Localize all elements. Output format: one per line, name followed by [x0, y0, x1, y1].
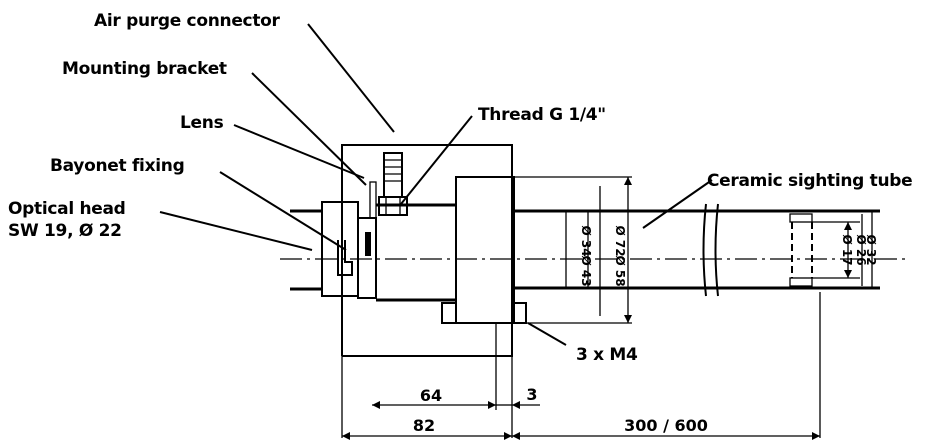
label-optical-head-size: SW 19, Ø 22 [8, 221, 122, 241]
arrow-72-bottom [624, 315, 632, 323]
tube-end-cap-bottom [789, 277, 813, 287]
flange-screw-right [513, 302, 527, 324]
label-bracket: Mounting bracket [62, 59, 227, 79]
dim-dia-72: Ø 72 [613, 225, 627, 256]
flange [455, 176, 515, 324]
dim-dia-43: Ø 43 [579, 255, 593, 286]
dim-dia-58: Ø 58 [613, 255, 627, 286]
arrow-17-top [844, 222, 852, 230]
tube-break-2 [714, 203, 719, 297]
leader-screws [527, 322, 567, 346]
lens-holder [357, 217, 377, 299]
connector-nut [378, 196, 408, 216]
dim-dia-17: Ø 17 [840, 234, 854, 265]
leader-bayonet [219, 171, 347, 251]
leader-ceramic [642, 179, 713, 229]
dim-dia-34: Ø 34 [579, 225, 593, 256]
lens-mount [369, 181, 377, 219]
leader-lens [233, 124, 365, 179]
arrow-64-left [372, 401, 380, 409]
tube-break-1 [702, 203, 707, 297]
label-lens: Lens [180, 113, 224, 133]
arrow-600-right [812, 432, 820, 440]
flange-screw-left [441, 302, 457, 324]
arrow-17-bottom [844, 270, 852, 278]
dim-82: 82 [413, 416, 435, 435]
bayonet-block [321, 201, 359, 297]
arrow-82-left [342, 432, 350, 440]
dim-dia-32: Ø 32 [864, 234, 878, 265]
dim-dia-26: Ø 26 [854, 234, 868, 265]
label-screws: 3 x M4 [576, 345, 638, 365]
label-ceramic-tube: Ceramic sighting tube [707, 171, 912, 191]
bayonet-detail [337, 240, 353, 276]
label-thread: Thread G 1/4" [478, 105, 606, 125]
arrow-3-right [512, 401, 520, 409]
arrow-72-top [624, 177, 632, 185]
label-optical-head: Optical head [8, 199, 126, 219]
tube-end-cap-top [789, 213, 813, 223]
lens [365, 232, 371, 256]
leader-thread [400, 115, 473, 205]
leader-bracket [251, 72, 367, 186]
mounting-bracket [341, 144, 513, 357]
arrow-64-right [488, 401, 496, 409]
arrow-600-left [512, 432, 520, 440]
leader-air-purge [307, 23, 395, 133]
leader-optical-head [159, 211, 313, 251]
label-bayonet: Bayonet fixing [50, 156, 184, 176]
dim-3: 3 [526, 385, 537, 404]
dim-300-600: 300 / 600 [624, 416, 708, 435]
label-air-purge: Air purge connector [94, 11, 281, 31]
arrow-82-right [504, 432, 512, 440]
dim-64: 64 [420, 386, 442, 405]
